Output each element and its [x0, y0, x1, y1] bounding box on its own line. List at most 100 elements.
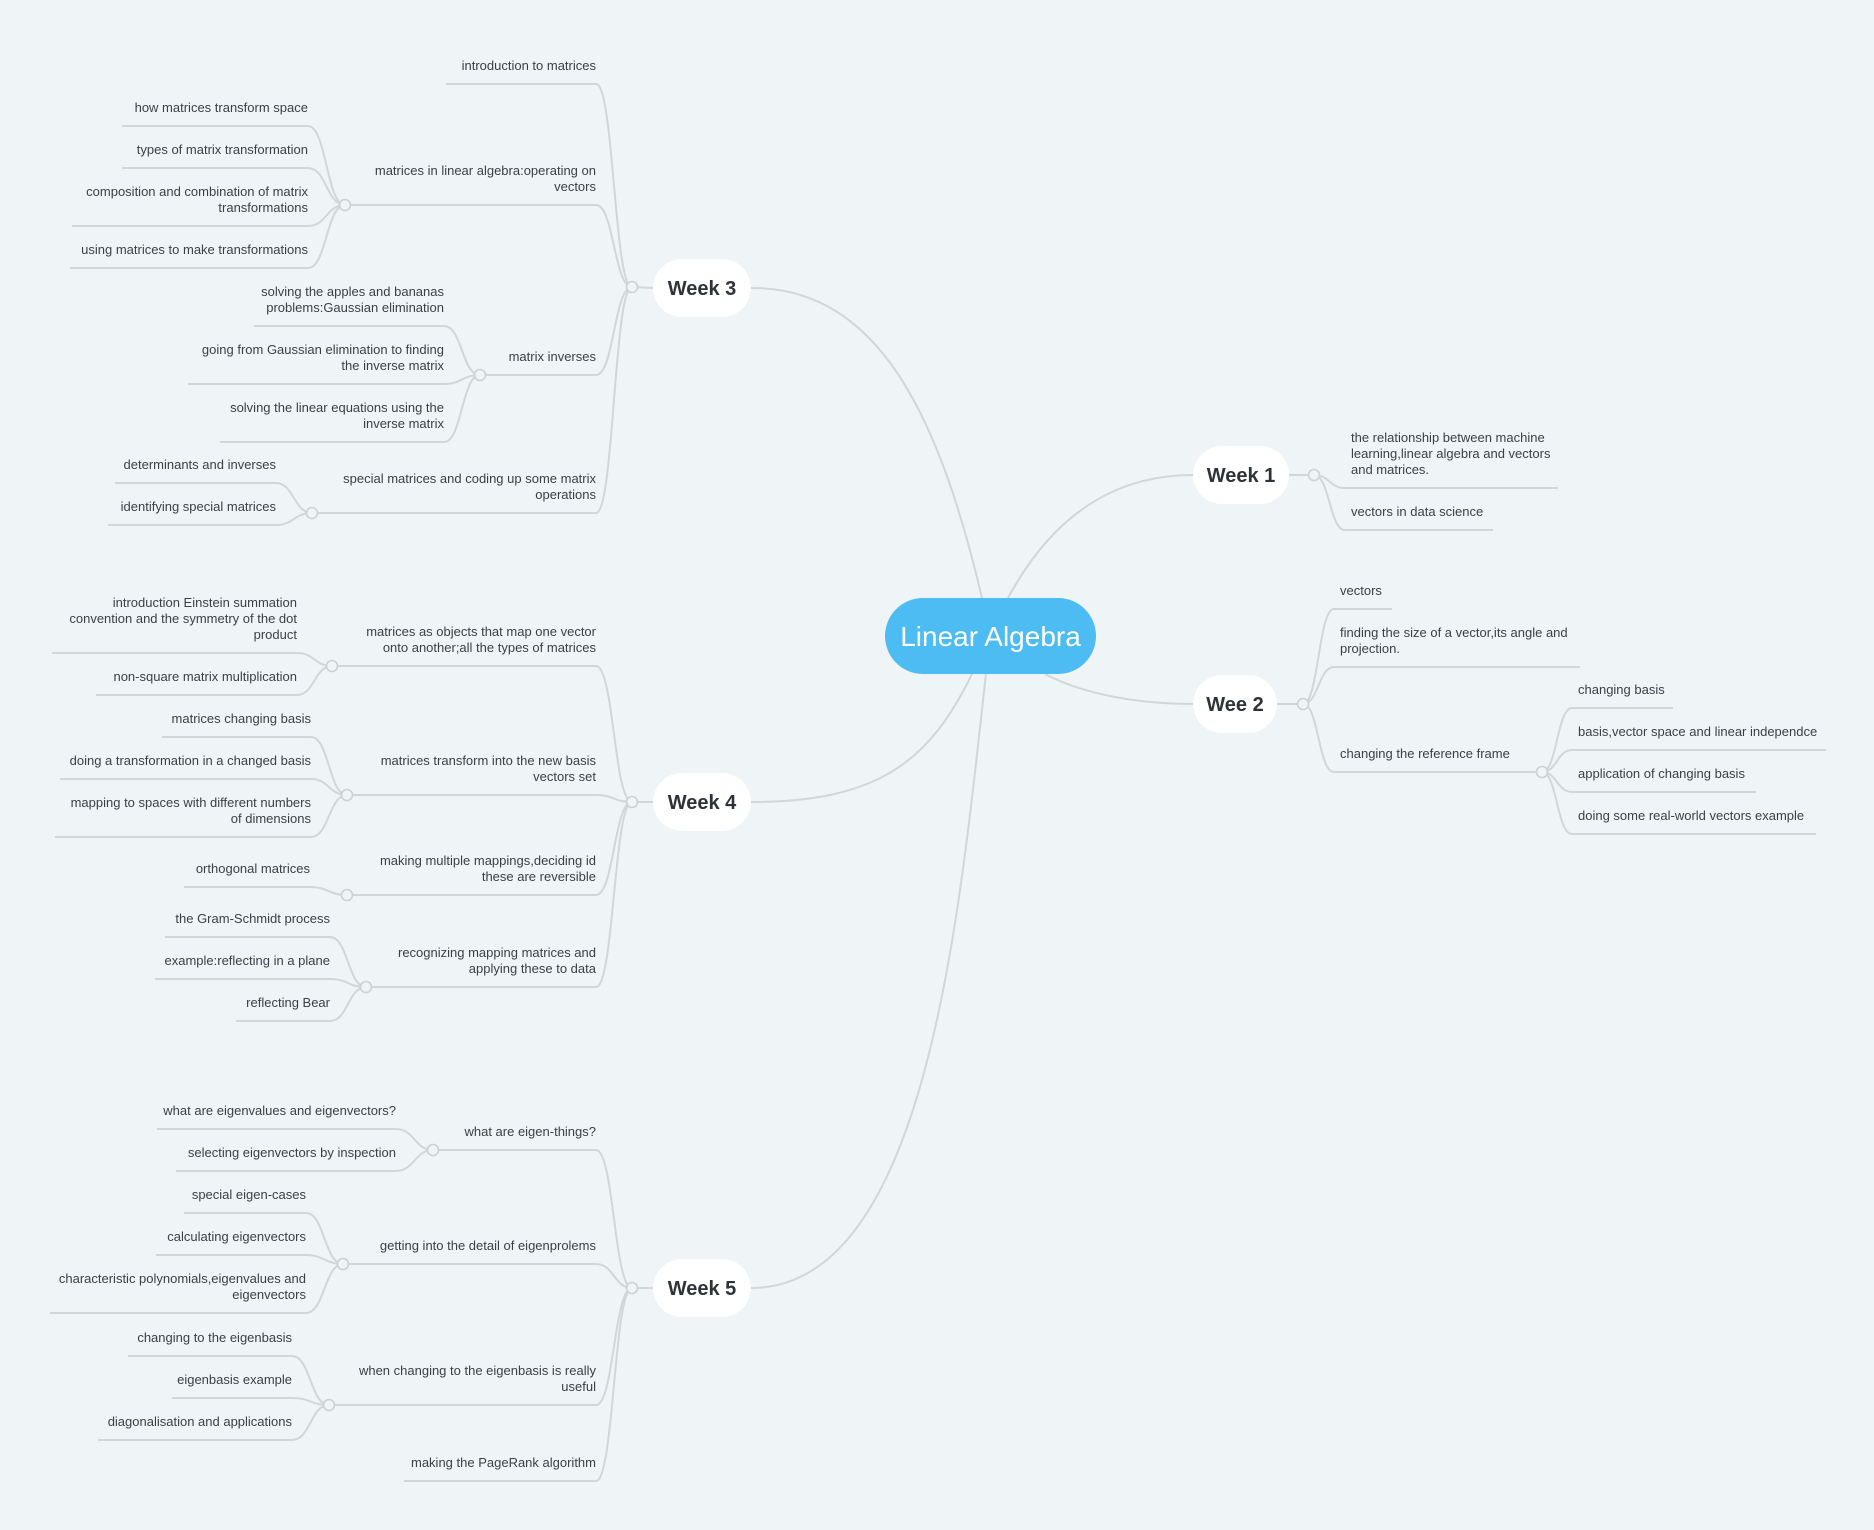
topic-w3-intro[interactable]: introduction to matrices [462, 58, 597, 73]
branch-week2[interactable]: Wee 2 [1193, 675, 1277, 733]
topic-w5-eb-2[interactable]: eigenbasis example [177, 1372, 292, 1387]
root-connector-week1 [1007, 474, 1194, 599]
topic-w4-ob-2[interactable]: non-square matrix multiplication [113, 669, 297, 684]
topic-w3-op-1[interactable]: how matrices transform space [135, 100, 308, 115]
branch-bubble[interactable] [653, 259, 751, 317]
topic-line: changing the reference frame [1340, 746, 1510, 761]
topic-w5-eb-3[interactable]: diagonalisation and applications [108, 1414, 293, 1429]
collapse-knob-w5-what[interactable] [426, 1143, 440, 1157]
topic-line: and matrices. [1351, 462, 1429, 477]
branch-week5[interactable]: Week 5 [653, 1259, 751, 1317]
topic-w5-dt-2[interactable]: calculating eigenvectors [167, 1229, 306, 1244]
collapse-knob-w2-frame[interactable] [1535, 765, 1549, 779]
topic-line: these are reversible [482, 869, 596, 884]
topic-line: inverse matrix [363, 416, 444, 431]
collapse-knob-w4-multiple[interactable] [340, 888, 354, 902]
collapse-knob-w5-detail[interactable] [336, 1257, 350, 1271]
topic-w4-rc-2[interactable]: example:reflecting in a plane [165, 953, 331, 968]
topic-w3-op-2[interactable]: types of matrix transformation [137, 142, 308, 157]
topic-line: introduction Einstein summation [113, 595, 297, 610]
topic-w5-wh-2[interactable]: selecting eigenvectors by inspection [188, 1145, 396, 1160]
topic-w4-mm-1[interactable]: orthogonal matrices [196, 861, 311, 876]
central-topic-bubble[interactable] [885, 598, 1096, 674]
topic-w3-special[interactable]: special matrices and coding up some matr… [343, 471, 596, 502]
topic-line: matrix inverses [509, 349, 597, 364]
topic-line: the inverse matrix [341, 358, 444, 373]
topic-line: of dimensions [231, 811, 312, 826]
branch-bubble[interactable] [653, 1259, 751, 1317]
topic-w2-frame[interactable]: changing the reference frame [1340, 746, 1510, 761]
branch-bubble[interactable] [1193, 446, 1289, 504]
collapse-knob-week2[interactable] [1296, 697, 1310, 711]
collapse-knob-w5-eigenbasis[interactable] [322, 1398, 336, 1412]
collapse-knob-week3[interactable] [625, 280, 639, 294]
topic-w5-dt-3[interactable]: characteristic polynomials,eigenvalues a… [59, 1271, 307, 1302]
topic-w3-sp-2[interactable]: identifying special matrices [121, 499, 277, 514]
collapse-knob-week4[interactable] [625, 795, 639, 809]
topic-line: going from Gaussian elimination to findi… [202, 342, 444, 357]
topic-w3-sp-1[interactable]: determinants and inverses [124, 457, 277, 472]
topic-w2-fr-3[interactable]: application of changing basis [1578, 766, 1745, 781]
branch-bubble[interactable] [1193, 675, 1277, 733]
branch-label: Week 5 [668, 1278, 737, 1300]
branch-week4[interactable]: Week 4 [653, 773, 751, 831]
topic-w2-size[interactable]: finding the size of a vector,its angle a… [1340, 625, 1568, 656]
topic-w2-fr-4[interactable]: doing some real-world vectors example [1578, 808, 1804, 823]
collapse-knobs [305, 198, 1549, 1412]
collapse-knob-week1[interactable] [1307, 468, 1321, 482]
topic-w4-rc-1[interactable]: the Gram-Schmidt process [175, 911, 330, 926]
topic-line: basis,vector space and linear independce [1578, 724, 1817, 739]
topic-w4-nb-2[interactable]: doing a transformation in a changed basi… [70, 753, 312, 768]
topic-w3-inverses[interactable]: matrix inverses [509, 349, 597, 364]
topic-line: changing to the eigenbasis [137, 1330, 292, 1345]
branch-label: Week 1 [1207, 465, 1276, 487]
collapse-knob-w3-operating[interactable] [338, 198, 352, 212]
root-connector-week3 [750, 286, 983, 599]
collapse-knob-w3-special[interactable] [305, 506, 319, 520]
topic-w5-eb-1[interactable]: changing to the eigenbasis [137, 1330, 292, 1345]
topic-line: vectors [554, 179, 596, 194]
branch-label: Week 3 [668, 278, 737, 300]
topic-line: making multiple mappings,deciding id [380, 853, 596, 868]
topic-w5-dt-1[interactable]: special eigen-cases [192, 1187, 307, 1202]
central-topic[interactable]: Linear Algebra [885, 598, 1096, 674]
topic-w5-wh-1[interactable]: what are eigenvalues and eigenvectors? [162, 1103, 396, 1118]
topic-line: solving the linear equations using the [230, 400, 444, 415]
topic-w1-ds[interactable]: vectors in data science [1351, 504, 1483, 519]
topic-w5-detail[interactable]: getting into the detail of eigenprolems [380, 1238, 597, 1253]
branch-week1[interactable]: Week 1 [1193, 446, 1289, 504]
topic-w3-op-4[interactable]: using matrices to make transformations [81, 242, 308, 257]
topic-w3-inv-2[interactable]: going from Gaussian elimination to findi… [202, 342, 445, 373]
collapse-knob-w3-inverses[interactable] [473, 368, 487, 382]
branch-bubble[interactable] [653, 773, 751, 831]
collapse-knob-w4-objects[interactable] [325, 659, 339, 673]
branch-week3[interactable]: Week 3 [653, 259, 751, 317]
topic-w4-nb-1[interactable]: matrices changing basis [172, 711, 312, 726]
topic-w5-pagerank[interactable]: making the PageRank algorithm [411, 1455, 596, 1470]
topic-w5-eigenbasis[interactable]: when changing to the eigenbasis is reall… [358, 1363, 597, 1394]
collapse-knob-week5[interactable] [625, 1281, 639, 1295]
topic-line: mapping to spaces with different numbers [71, 795, 312, 810]
topic-line: what are eigenvalues and eigenvectors? [162, 1103, 396, 1118]
topic-line: composition and combination of matrix [86, 184, 308, 199]
topic-w2-vectors[interactable]: vectors [1340, 583, 1382, 598]
topic-w2-fr-2[interactable]: basis,vector space and linear independce [1578, 724, 1817, 739]
collapse-knob-w4-newbasis[interactable] [340, 788, 354, 802]
topic-w4-nb-3[interactable]: mapping to spaces with different numbers… [71, 795, 312, 826]
topic-line: identifying special matrices [121, 499, 277, 514]
topic-line: introduction to matrices [462, 58, 597, 73]
topic-w4-rc-3[interactable]: reflecting Bear [246, 995, 330, 1010]
collapse-knob-w4-recognizing[interactable] [359, 980, 373, 994]
topic-w5-what[interactable]: what are eigen-things? [463, 1124, 596, 1139]
topic-w2-fr-1[interactable]: changing basis [1578, 682, 1665, 697]
